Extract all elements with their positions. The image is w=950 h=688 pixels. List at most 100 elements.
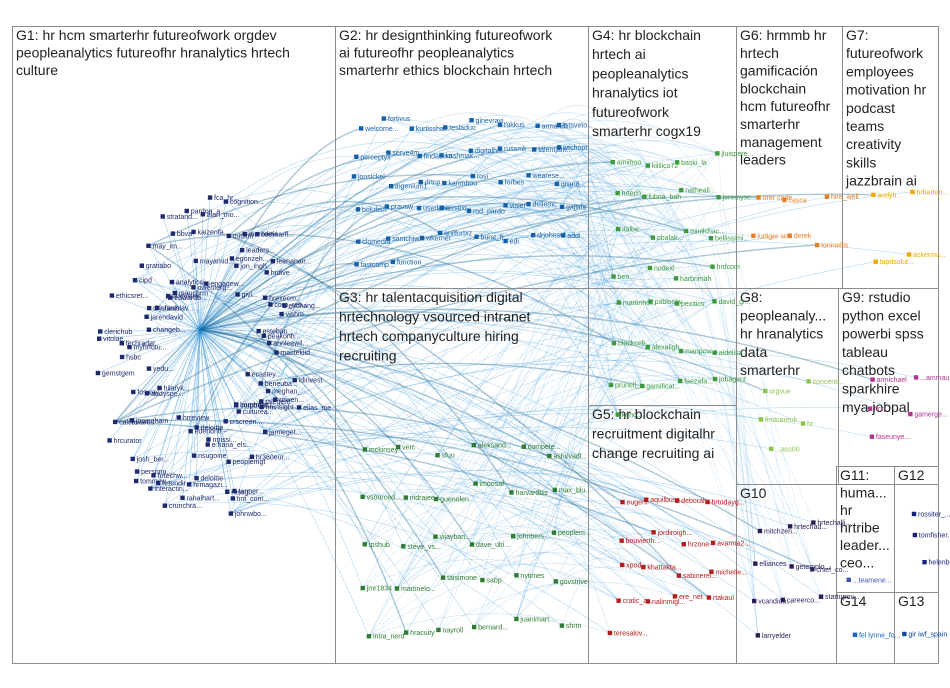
node-g6[interactable]: hire_well [824, 194, 859, 201]
node-g1[interactable]: myhrfutu... [127, 345, 167, 352]
node-g3[interactable]: max_blu... [552, 487, 592, 494]
node-g2[interactable]: serve4m... [386, 150, 425, 157]
node-g12[interactable]: rossiter_... [911, 511, 950, 518]
node-g1[interactable]: may_im... [146, 243, 183, 250]
node-g10[interactable]: hrtechalli... [811, 520, 851, 527]
node-g5[interactable]: aquilbusr... [644, 497, 684, 504]
node-g2[interactable]: pravsw [384, 204, 414, 211]
node-g1[interactable]: hrreview [176, 415, 211, 422]
node-g2[interactable]: wtchopt... [556, 145, 593, 152]
node-g1[interactable]: vitolae... [96, 336, 129, 343]
node-g2[interactable]: ingenium1 [388, 184, 428, 191]
node-g12[interactable]: tomfisher... [912, 533, 950, 540]
node-g3[interactable]: nytimes [514, 573, 545, 580]
node-g1[interactable]: talegent [259, 399, 290, 406]
node-g1[interactable]: techradar [119, 341, 156, 348]
node-g5[interactable]: khattakta... [641, 565, 682, 572]
node-g2[interactable]: tstsveto... [556, 123, 593, 130]
node-g2[interactable]: perceptyx [354, 154, 391, 161]
node-g7[interactable]: andyh... [871, 192, 902, 199]
node-g9[interactable]: ...ammau... [913, 375, 950, 382]
node-g3[interactable]: compete... [521, 444, 561, 451]
node-g1[interactable]: tanner... [232, 488, 264, 495]
node-g10[interactable]: careerco... [780, 597, 820, 604]
node-g4[interactable]: nodexl [647, 265, 675, 272]
node-g4[interactable]: aidelisa [712, 350, 743, 357]
node-g2[interactable]: renaixr [439, 205, 468, 212]
node-g9[interactable]: hrz... [867, 406, 890, 413]
node-g6[interactable]: toninellis [814, 243, 849, 250]
node-g1[interactable]: laurenwo... [233, 402, 274, 409]
node-g3[interactable]: vsourced... [360, 494, 401, 501]
node-g10[interactable]: elliances [753, 561, 787, 568]
node-g1[interactable]: rowen... [273, 397, 304, 404]
node-g1[interactable]: cipd [132, 278, 152, 285]
node-g1[interactable]: stanislav... [154, 305, 194, 312]
node-g1[interactable]: mauchrm [172, 291, 209, 298]
node-g2[interactable]: drjohnsul... [530, 233, 571, 240]
node-g2[interactable]: rosi [470, 174, 489, 181]
node-g8[interactable]: firstcareuk [758, 417, 798, 424]
node-g3[interactable]: indrajee... [403, 495, 441, 502]
node-g5[interactable]: bouvierth... [619, 538, 660, 545]
node-g1[interactable]: tint_com... [230, 496, 270, 503]
node-g3[interactable]: peoplem... [551, 530, 591, 537]
node-g1[interactable]: egonzeh... [229, 256, 269, 263]
node-g1[interactable]: johnwbo... [228, 511, 267, 518]
node-g5[interactable]: nalinmigl... [645, 599, 686, 606]
node-g2[interactable]: qiian8... [554, 181, 586, 188]
node-g13[interactable]: gir iwf_spain [902, 631, 947, 638]
node-g10[interactable]: chief_co... [810, 567, 848, 574]
node-g4[interactable]: faezafa... [678, 378, 713, 385]
node-g2[interactable]: fastcomp... [354, 262, 395, 269]
node-g1[interactable]: rahalhart... [180, 495, 220, 502]
node-g1[interactable]: analyticsi... [169, 280, 211, 287]
node-g5[interactable]: sabinerei... [676, 573, 717, 580]
node-g1[interactable]: interactin... [148, 486, 189, 493]
node-g1[interactable]: peakonh... [261, 333, 301, 340]
node-g1[interactable]: beneuba... [258, 381, 298, 388]
node-g1[interactable]: edwardb... [167, 295, 207, 302]
node-g4[interactable]: david_gr... [712, 299, 751, 306]
node-g4[interactable]: pexitics [674, 301, 705, 308]
node-g5[interactable]: hrzone [681, 542, 710, 549]
node-g1[interactable]: elias_me... [296, 405, 337, 412]
node-g10[interactable]: hrtechad... [787, 524, 827, 531]
node-g1[interactable]: yedu... [146, 366, 174, 373]
node-g1[interactable]: tommyw... [133, 479, 172, 486]
node-g4[interactable]: jluispere... [715, 151, 753, 158]
node-g1[interactable]: hr360eur... [249, 454, 290, 461]
node-g2[interactable]: kashmak... [439, 153, 479, 160]
node-g2[interactable]: gajjala [559, 204, 587, 211]
node-g1[interactable]: hilaryk... [157, 386, 190, 393]
node-g2[interactable]: wearese... [526, 173, 565, 180]
node-g3[interactable]: aleksand... [471, 443, 512, 450]
node-g3[interactable]: sfuu [435, 453, 455, 460]
node-g3[interactable]: nayroll [436, 627, 464, 634]
node-g2[interactable]: wkerner [419, 235, 452, 242]
node-g10[interactable]: vcandida... [752, 599, 792, 606]
node-g4[interactable]: amiihoo [610, 160, 642, 167]
node-g4[interactable]: kililico72 [645, 163, 679, 170]
node-g1[interactable]: ecastey... [245, 372, 281, 379]
node-g2[interactable]: bolufem [355, 207, 387, 214]
node-g5[interactable]: avarma2... [710, 540, 750, 547]
node-g3[interactable]: martinelo... [394, 586, 436, 593]
node-g2[interactable]: santchiw... [385, 236, 425, 243]
node-g5[interactable]: teresalov... [607, 630, 648, 637]
node-g1[interactable]: rmissi... [206, 437, 237, 444]
node-g1[interactable]: jamieget... [262, 429, 302, 436]
node-g9[interactable]: armichael [870, 377, 907, 384]
node-g1[interactable]: drjuliash... [146, 306, 185, 313]
node-g4[interactable]: harbrimah [673, 276, 712, 283]
node-g2[interactable]: fortivus [381, 116, 411, 123]
node-g1[interactable]: stratand... [160, 214, 198, 221]
node-g10[interactable]: mitchzen... [757, 529, 798, 536]
node-g4[interactable]: alexaligh... [645, 345, 686, 352]
node-g1[interactable]: clerichub [98, 329, 132, 336]
node-g1[interactable]: crunchra... [162, 503, 202, 510]
node-g2[interactable]: welcome... [358, 126, 399, 133]
node-g7[interactable]: ackerma... [906, 252, 946, 259]
node-g1[interactable]: jarendavid [144, 314, 183, 321]
node-g1[interactable]: calcaware [112, 419, 151, 426]
